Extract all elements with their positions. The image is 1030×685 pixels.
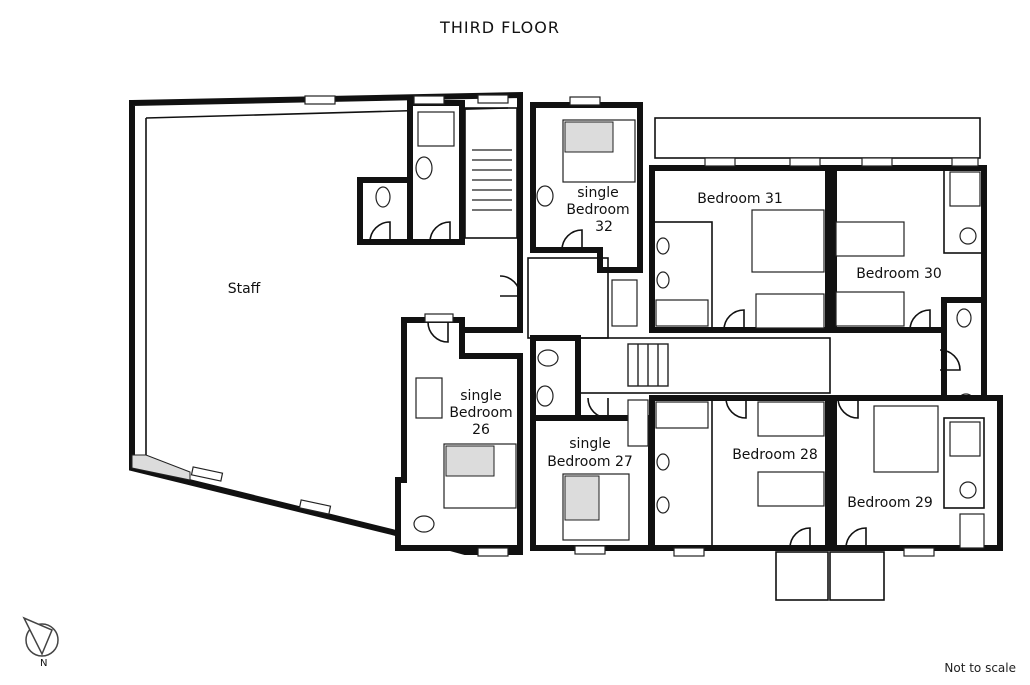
cupboard	[959, 513, 985, 549]
label-bedroom-31: Bedroom 31	[697, 191, 783, 207]
washbasin-icon	[959, 481, 977, 499]
washbasin-icon	[413, 515, 435, 533]
toilet-icon	[375, 186, 391, 208]
label-bedroom-26-line3: 26	[472, 422, 490, 438]
floor-title: THIRD FLOOR	[440, 18, 560, 37]
bed-32-pillow	[564, 121, 614, 153]
shared-wc	[530, 335, 581, 421]
bed-28-single-a	[757, 401, 825, 437]
toilet-icon	[656, 453, 670, 471]
room-bedroom-26	[395, 317, 523, 551]
label-bedroom-28: Bedroom 28	[732, 447, 818, 463]
label-bedroom-27-line1: single	[569, 436, 610, 452]
roof-ledge	[654, 117, 981, 159]
windows	[190, 94, 979, 557]
door-swings	[369, 221, 961, 549]
label-bedroom-32-line2: Bedroom	[566, 202, 629, 218]
cupboard	[611, 279, 638, 327]
bed-28-single-b	[757, 471, 825, 507]
shower-tray	[949, 171, 981, 207]
bathtub	[655, 401, 709, 429]
stair-steps-east	[627, 343, 669, 387]
staircase-west	[464, 107, 518, 239]
toilet-icon	[656, 271, 670, 289]
bed-31-single	[755, 293, 825, 329]
ensuite-31	[651, 221, 713, 331]
bed-26-pillow	[445, 445, 495, 477]
bed-30-single-b	[835, 291, 905, 327]
toilet-icon	[537, 349, 559, 367]
scale-note: Not to scale	[944, 661, 1016, 675]
compass-north-label: N	[40, 658, 47, 669]
shower-tray	[417, 111, 455, 147]
ensuite-29	[943, 417, 985, 509]
toilet-icon	[956, 308, 972, 328]
bed-27-pillow	[564, 475, 600, 521]
bathtub	[655, 299, 709, 327]
washbasin-icon	[536, 385, 554, 407]
shower-tray	[949, 421, 981, 457]
wardrobe	[415, 377, 443, 419]
label-staff: Staff	[228, 281, 261, 297]
ensuite-30	[943, 167, 985, 254]
corridor-east	[579, 337, 831, 394]
washbasin-icon	[959, 227, 977, 245]
washbasin-icon	[536, 185, 554, 207]
bed-30-single-a	[835, 221, 905, 257]
compass-icon	[22, 616, 59, 657]
label-bedroom-27-line2: Bedroom 27	[547, 454, 633, 470]
stair-steps	[472, 149, 512, 211]
label-bedroom-32-line3: 32	[595, 219, 613, 235]
bed-31	[751, 209, 825, 273]
label-bedroom-32-line1: single	[577, 185, 618, 201]
balcony-28	[775, 551, 829, 601]
corridor-north	[527, 257, 609, 339]
label-bedroom-30: Bedroom 30	[856, 266, 942, 282]
washbasin-icon	[656, 496, 670, 514]
staff-corner	[131, 454, 191, 481]
label-bedroom-26-line2: Bedroom	[449, 405, 512, 421]
balcony-29	[829, 551, 885, 601]
washbasin-icon	[415, 156, 433, 180]
bed-29	[873, 405, 939, 473]
label-bedroom-26-line1: single	[460, 388, 501, 404]
washbasin-icon	[656, 237, 670, 255]
label-bedroom-29: Bedroom 29	[847, 495, 933, 511]
wardrobe	[627, 399, 649, 447]
